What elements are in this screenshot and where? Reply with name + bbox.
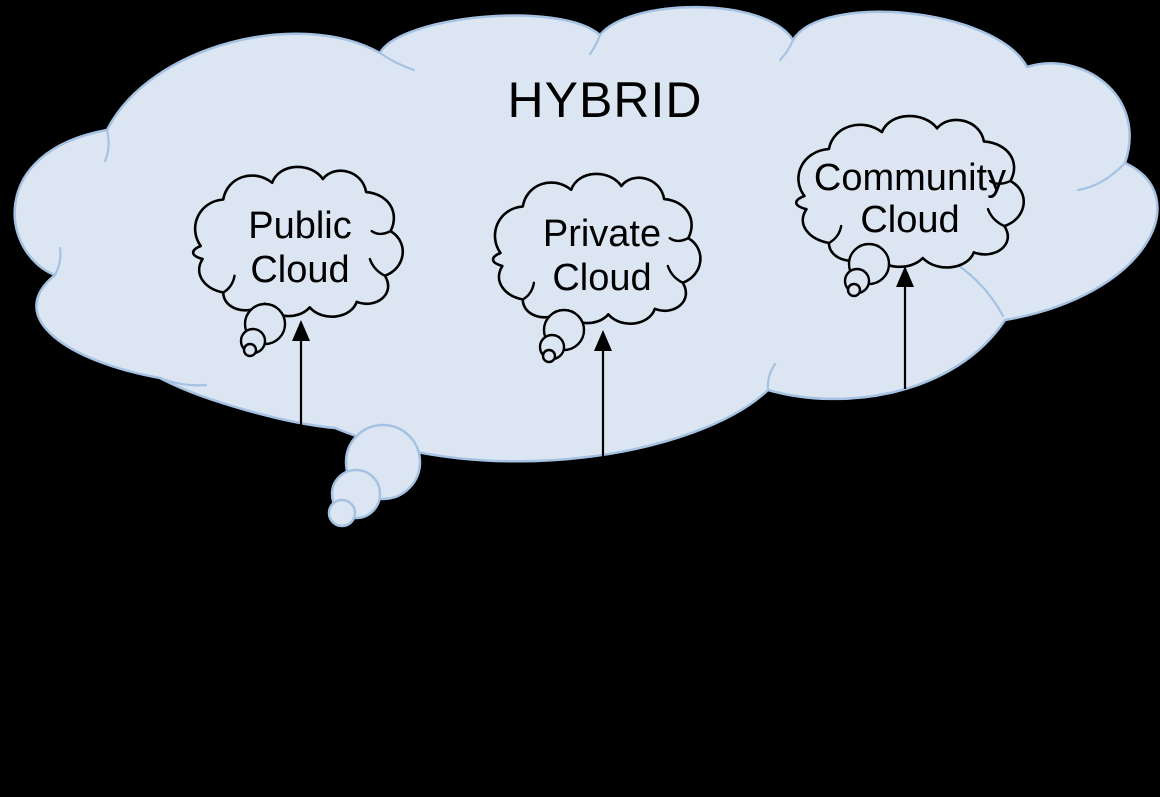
inner-arc <box>766 362 777 392</box>
private-cloud-label-line1: Private <box>543 213 661 255</box>
community-cloud-label-line1: Community <box>814 157 1006 199</box>
community-cloud: Community Cloud <box>796 116 1023 298</box>
cloud-nub <box>988 209 1004 226</box>
community-tail-bubble-small <box>846 282 862 298</box>
public-cloud-shape <box>193 167 403 317</box>
arrow-to-community-cloud <box>896 266 914 389</box>
private-cloud: Private Cloud <box>493 174 700 364</box>
arrow-head-icon <box>594 330 612 351</box>
public-cloud-label-line2: Cloud <box>250 249 349 291</box>
tail-bubble-small <box>327 498 357 528</box>
public-tail-bubble-small <box>242 342 258 358</box>
cloud-nub <box>829 226 841 243</box>
private-cloud-shape <box>493 174 700 324</box>
cloud-nub <box>990 181 1010 184</box>
arrow-head-icon <box>292 320 310 341</box>
cloud-nub <box>670 238 689 241</box>
arrow-to-public-cloud <box>292 320 310 426</box>
public-cloud-label-line1: Public <box>248 205 352 247</box>
inner-arc <box>53 246 62 277</box>
inner-arc <box>158 376 208 387</box>
inner-arc <box>1076 161 1127 192</box>
public-cloud: Public Cloud <box>193 167 403 358</box>
arrow-head-icon <box>896 266 914 287</box>
inner-arc <box>103 128 110 163</box>
private-tail-bubble-small <box>541 348 557 364</box>
hybrid-cloud-tail-bubbles <box>327 423 422 528</box>
cloud-nub <box>523 283 534 300</box>
cloud-nub <box>223 276 234 293</box>
community-cloud-label-line2: Cloud <box>860 199 959 241</box>
hybrid-title: HYBRID <box>508 72 703 128</box>
inner-arc <box>378 51 416 72</box>
arrow-to-private-cloud <box>594 330 612 457</box>
cloud-nub <box>372 231 391 234</box>
inner-arc <box>588 33 602 56</box>
hybrid-cloud-inner-arcs <box>53 33 1127 392</box>
community-cloud-shape <box>796 116 1023 267</box>
cloud-nub <box>668 266 683 283</box>
private-cloud-label-line2: Cloud <box>552 257 651 299</box>
cloud-nub <box>370 259 385 276</box>
inner-arc <box>778 38 795 62</box>
